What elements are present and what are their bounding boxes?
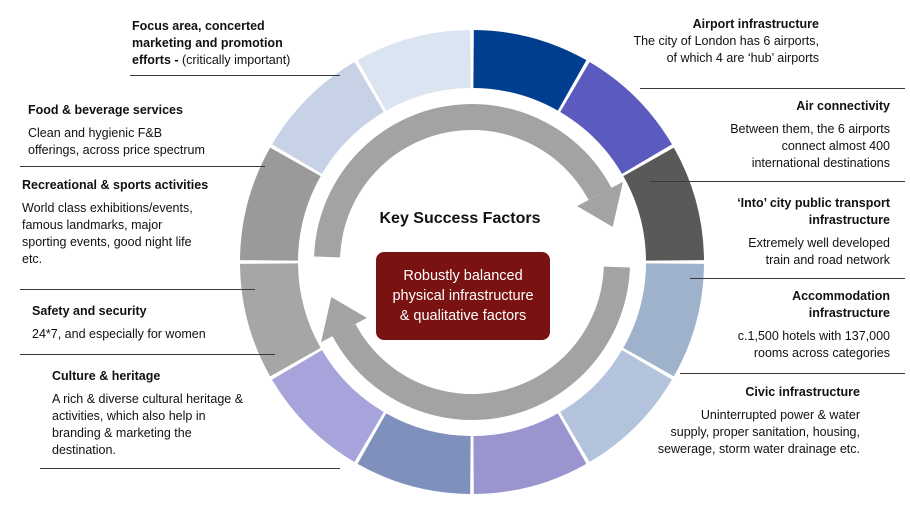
divider-line [40, 468, 340, 469]
factor-description: A rich & diverse cultural heritage & act… [52, 392, 244, 457]
factor-culture-heritage: Culture & heritage A rich & diverse cult… [52, 368, 297, 459]
ring-segment-air-connectivity [560, 61, 673, 174]
factor-airport-infrastructure: Airport infrastructure The city of Londo… [519, 16, 819, 67]
cycle-arrow-upper-body [314, 103, 612, 258]
cycle-arrow-upper-head [577, 181, 623, 227]
factor-description: Between them, the 6 airports connect alm… [730, 122, 890, 170]
factor-description: The city of London has 6 airports, of wh… [633, 34, 819, 65]
ring-segment-safety [240, 263, 321, 377]
divider-line [20, 289, 255, 290]
factor-description: World class exhibitions/events, famous l… [22, 201, 193, 266]
factor-safety-security: Safety and security 24*7, and especially… [32, 303, 252, 343]
factor-description: c.1,500 hotels with 137,000 rooms across… [737, 329, 890, 360]
ring-segment-civic [560, 350, 673, 463]
ring-segment-airport [473, 30, 587, 111]
diagram-title: Key Success Factors [379, 210, 541, 227]
factor-title: Recreational & sports activities [22, 178, 209, 192]
factor-title: Air connectivity [796, 99, 890, 113]
factor-food-beverage-services: Food & beverage services Clean and hygie… [28, 102, 268, 159]
factor-air-connectivity: Air connectivity Between them, the 6 air… [630, 98, 890, 172]
divider-line [680, 373, 905, 374]
factor-description: Uninterrupted power & water supply, prop… [657, 408, 860, 456]
center-box-line: & qualitative factors [399, 308, 527, 324]
ring-segment-unlabeled-1 [473, 413, 587, 494]
ring-segment-food-beverage [271, 61, 384, 174]
factor-title: ‘Into’ city public transport infrastruct… [737, 196, 890, 227]
divider-line [650, 181, 905, 182]
divider-line [20, 354, 275, 355]
center-summary-box: Robustly balanced physical infrastructur… [376, 252, 550, 340]
factor-description: Clean and hygienic F&B offerings, across… [28, 126, 205, 157]
ring-segment-recreation [240, 147, 321, 261]
factor-title: Focus area, concerted marketing and prom… [132, 19, 283, 67]
factor-civic-infrastructure: Civic infrastructure Uninterrupted power… [580, 384, 860, 458]
cycle-arrow-lower-head [321, 297, 367, 343]
factor-title: Safety and security [32, 304, 147, 318]
factor-title: Accommodation infrastructure [792, 289, 890, 320]
center-box-line: physical infrastructure [392, 288, 534, 304]
factor-title: Culture & heritage [52, 369, 161, 383]
ring-segment-culture [271, 350, 384, 463]
factor-accommodation-infrastructure: Accommodation infrastructure c.1,500 hot… [650, 288, 890, 362]
factor-city-public-transport: ‘Into’ city public transport infrastruct… [650, 195, 890, 269]
factor-description: 24*7, and especially for women [32, 327, 206, 341]
ring-segment-marketing [357, 30, 471, 111]
factor-title: Food & beverage services [28, 103, 183, 117]
divider-line [690, 278, 905, 279]
ring-segment-unlabeled-2 [357, 413, 471, 494]
ring-segment-city-transport [623, 147, 704, 261]
cycle-arrow-lower-body [332, 266, 630, 421]
factor-recreational-sports: Recreational & sports activities World c… [22, 177, 262, 268]
factor-description: Extremely well developed train and road … [748, 236, 890, 267]
divider-line [130, 75, 340, 76]
factor-title: Airport infrastructure [692, 17, 819, 31]
factor-title-note: (critically important) [182, 53, 291, 67]
center-box-line: Robustly balanced [403, 268, 523, 284]
divider-line [640, 88, 905, 89]
factor-focus-area-marketing: Focus area, concerted marketing and prom… [132, 18, 352, 69]
ring-segment-accommodation [623, 263, 704, 377]
divider-line [20, 166, 265, 167]
factor-title: Civic infrastructure [745, 385, 860, 399]
